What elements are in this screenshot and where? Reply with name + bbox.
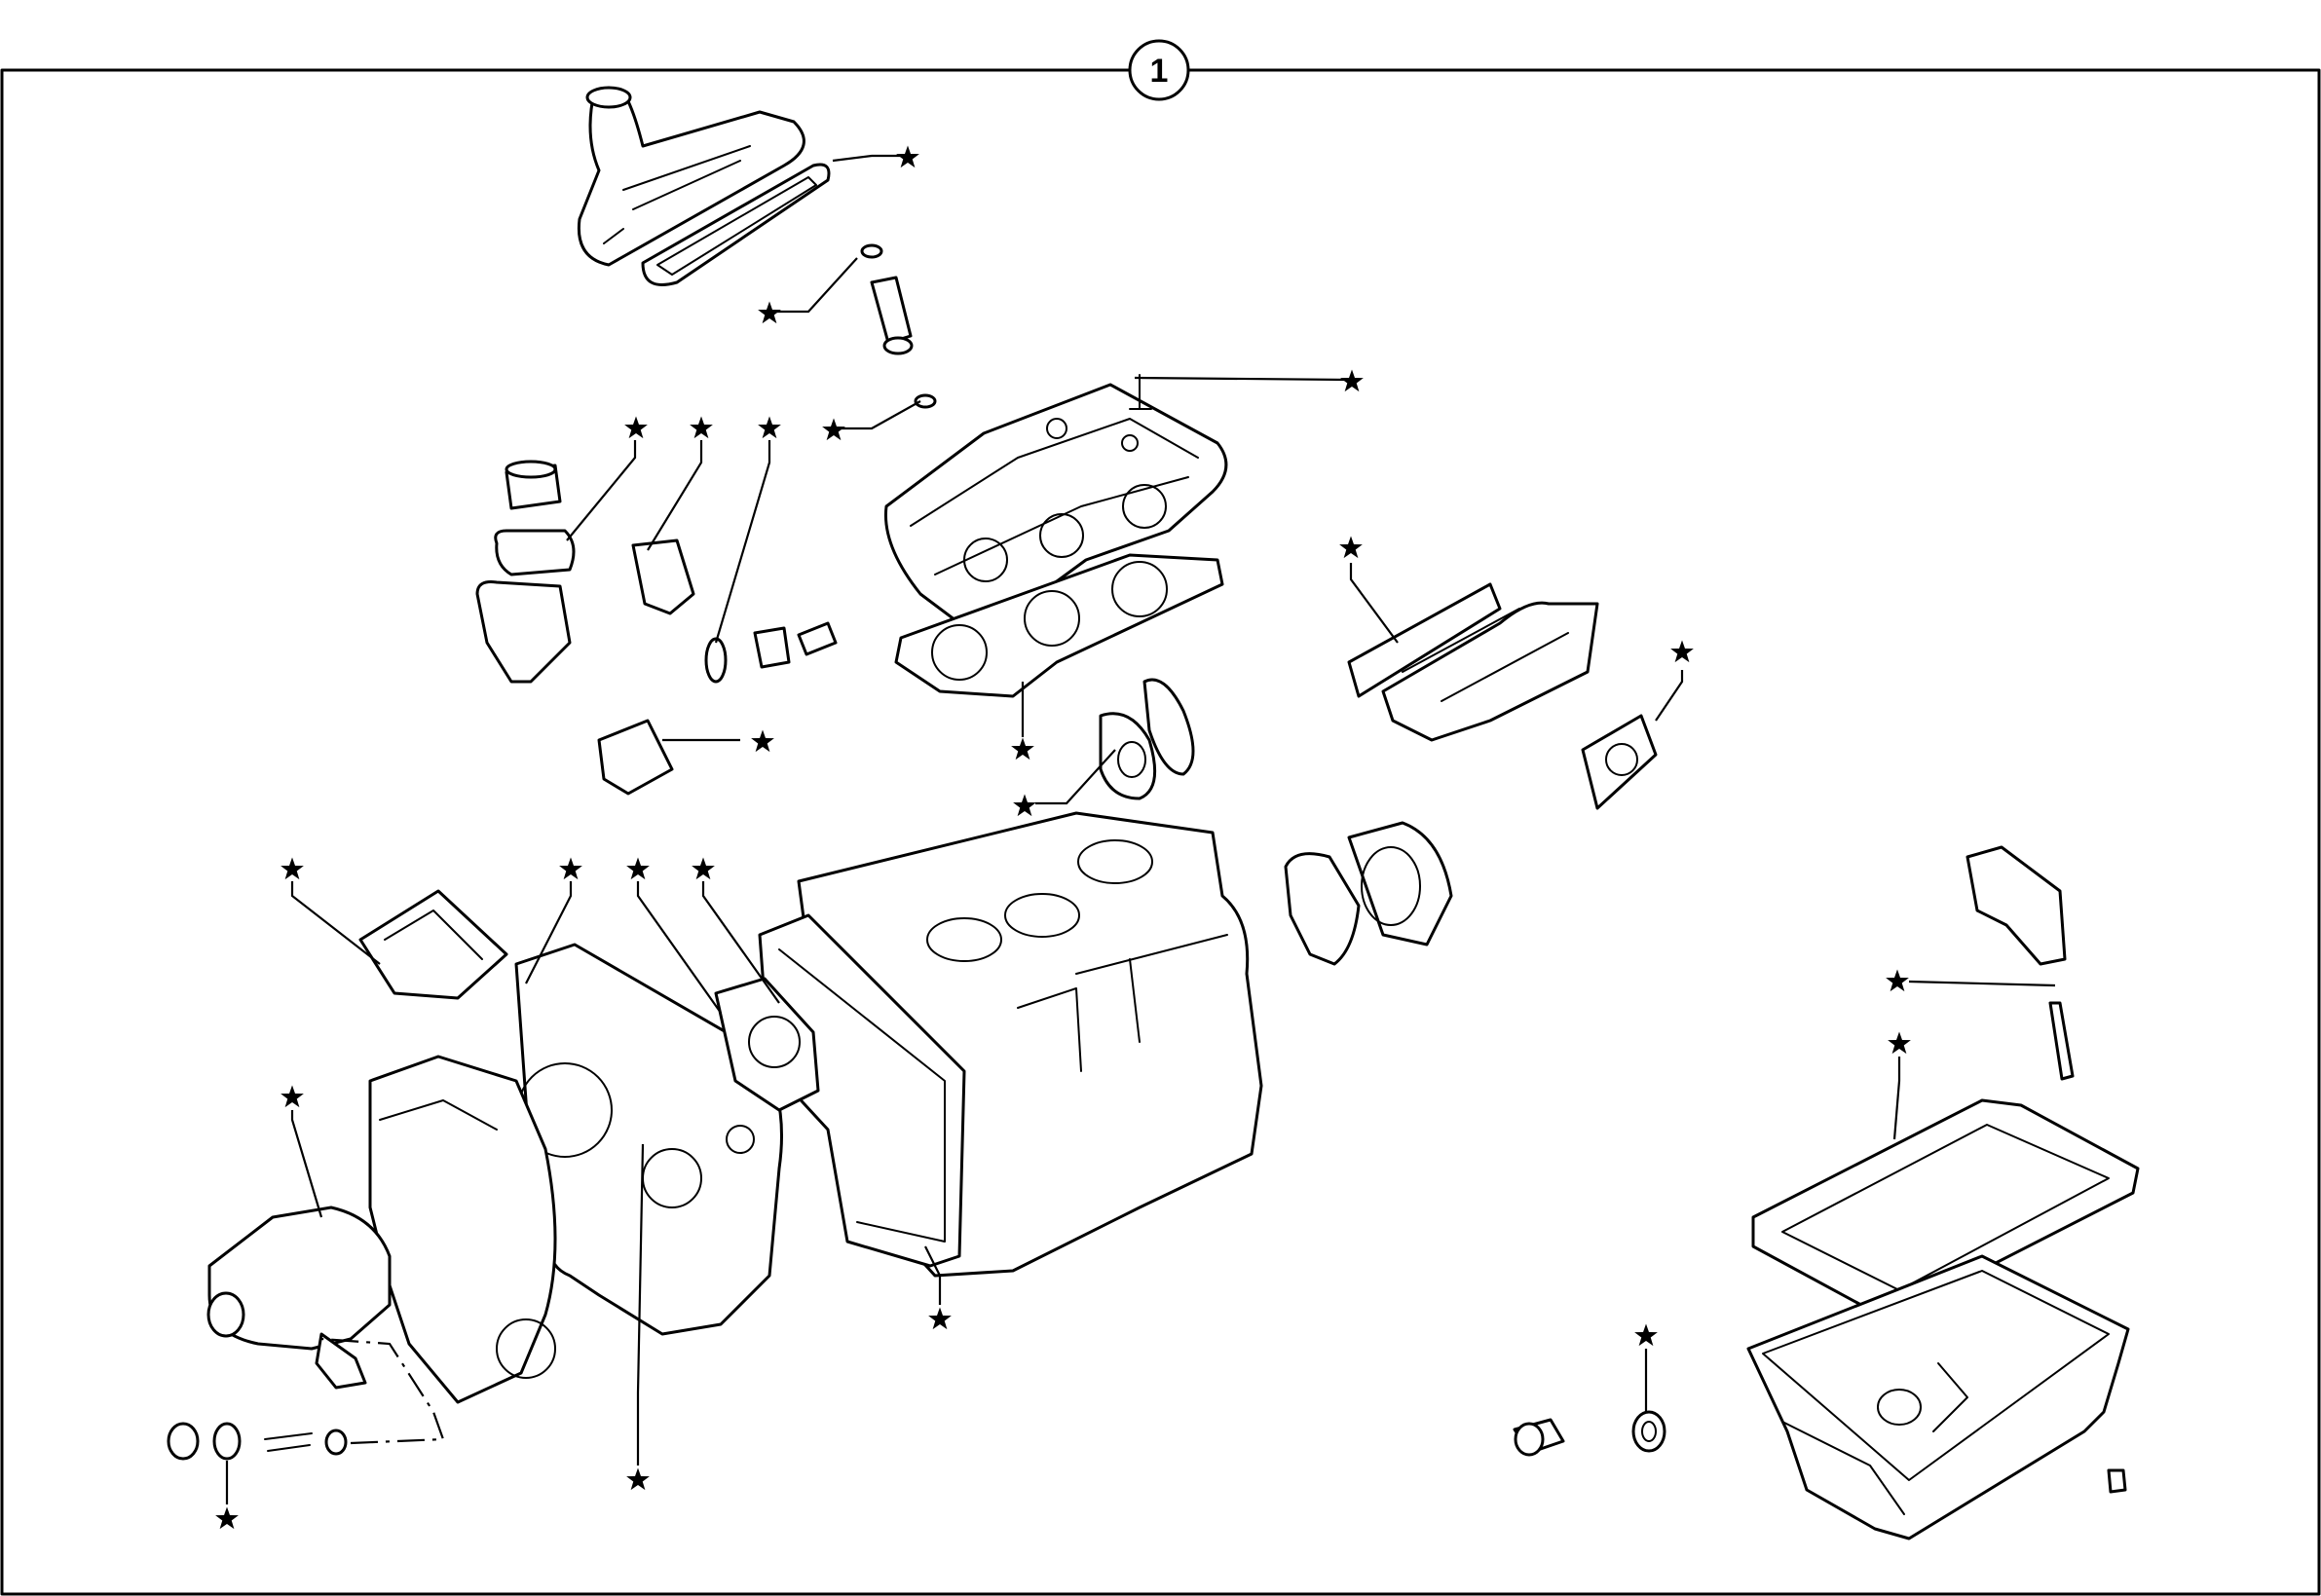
oil-pan-small-part	[2107, 1468, 2127, 1494]
plug-and-spring-parts	[167, 1337, 445, 1461]
intake-flange-part	[1284, 821, 1453, 966]
thermostat-housing-gasket	[641, 163, 831, 286]
star-marker	[1339, 536, 1363, 559]
side-seal-part	[2048, 1001, 2075, 1081]
diagram-frame	[0, 68, 2321, 1596]
star-marker	[1340, 369, 1364, 392]
star-marker	[559, 857, 582, 880]
injector-part	[860, 243, 937, 409]
star-marker	[626, 857, 650, 880]
exhaust-flange-gasket	[1581, 714, 1658, 810]
water-outlet-parts	[475, 460, 838, 796]
star-marker	[896, 145, 919, 168]
head-gasket-part	[894, 553, 1224, 698]
star-marker	[1634, 1323, 1658, 1347]
star-marker	[758, 301, 781, 324]
star-marker	[281, 857, 304, 880]
star-marker	[215, 1506, 239, 1530]
oil-pan-part	[1746, 1254, 2130, 1540]
star-marker	[624, 416, 648, 439]
water-pump-part	[206, 1206, 392, 1390]
star-marker	[1013, 794, 1036, 817]
thermostat-housing-part	[577, 86, 805, 267]
oil-pan-gasket	[1751, 1098, 2140, 1312]
star-marker	[758, 416, 781, 439]
star-markers	[215, 145, 1911, 1530]
star-marker	[692, 857, 715, 880]
star-marker	[1670, 640, 1694, 663]
oval-gaskets	[1099, 678, 1195, 800]
seal-housing-part	[714, 977, 820, 1112]
reference-callout: 1	[1128, 39, 1190, 101]
star-marker	[1011, 737, 1034, 761]
reference-number: 1	[1150, 53, 1169, 90]
star-marker	[281, 1085, 304, 1108]
star-marker	[928, 1307, 952, 1330]
drain-washer-part	[1631, 1410, 1666, 1453]
small-cover-part	[358, 889, 508, 1000]
star-marker	[690, 416, 713, 439]
star-marker	[751, 729, 774, 753]
star-marker	[626, 1467, 650, 1491]
bearing-cap-part	[1965, 845, 2067, 966]
star-marker	[1888, 1031, 1911, 1055]
exhaust-manifold-part	[1347, 582, 1599, 742]
drain-plug-part	[1513, 1418, 1565, 1457]
star-marker	[822, 418, 845, 441]
star-marker	[1886, 969, 1909, 992]
leader-lines	[225, 154, 2056, 1504]
timing-cover-part	[368, 1055, 557, 1404]
